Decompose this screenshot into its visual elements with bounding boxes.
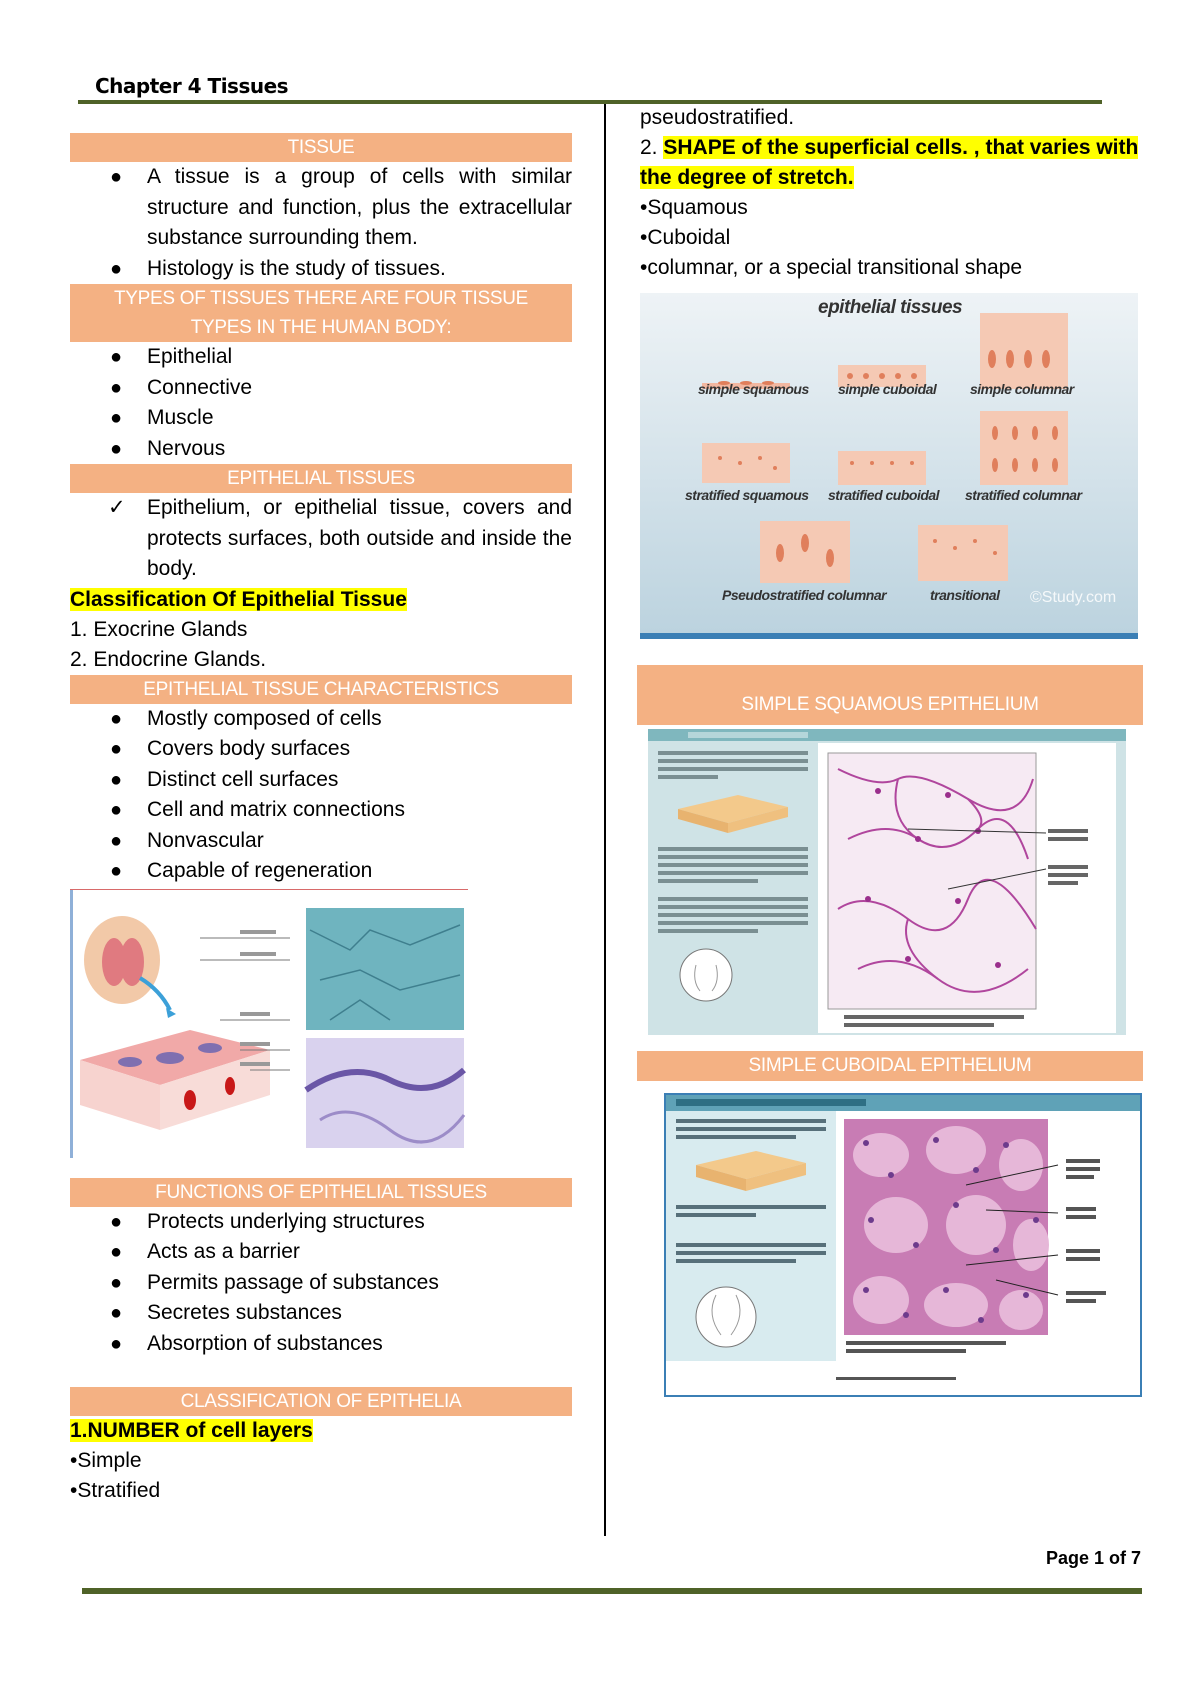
bullet-icon: ● [110, 799, 123, 821]
list-item: ●Secretes substances [70, 1298, 572, 1329]
bullet-icon: ● [110, 1241, 123, 1263]
figure-label: stratified squamous [685, 487, 809, 503]
list-item: ●Cell and matrix connections [70, 795, 572, 826]
shape-item: •Squamous [640, 196, 748, 219]
list-item: ●Protects underlying structures [70, 1207, 572, 1238]
characteristics-list: ●Mostly composed of cells ●Covers body s… [70, 704, 572, 887]
bullet-icon: ● [110, 707, 123, 730]
section-heading-functions: FUNCTIONS OF EPITHELIAL TISSUES [70, 1177, 572, 1207]
bullet-icon: ● [110, 768, 123, 791]
simple-squamous-figure [648, 729, 1126, 1035]
bullet-icon: ● [110, 437, 123, 460]
list-item: ●Acts as a barrier [70, 1237, 572, 1268]
epithelial-list: ✓Epithelium, or epithelial tissue, cover… [70, 493, 572, 585]
document-title: Chapter 4 Tissues [95, 74, 289, 98]
tissue-types-list: ●Epithelial ●Connective ●Muscle ●Nervous [70, 342, 572, 464]
figure-watermark: ©Study.com [1030, 589, 1117, 606]
bullet-icon: ● [110, 1210, 123, 1233]
tissue-list: ●A tissue is a group of cells with simil… [70, 162, 572, 284]
list-item: ●A tissue is a group of cells with simil… [70, 162, 572, 254]
simple-cuboidal-figure [664, 1093, 1142, 1397]
shape-item: •Cuboidal [640, 226, 731, 249]
section-heading-classification: CLASSIFICATION OF EPITHELIA [70, 1387, 572, 1416]
simple-squamous-micrograph [648, 729, 1126, 1033]
page-number: Page 1 of 7 [1046, 1548, 1142, 1568]
figure-label: stratified cuboidal [828, 487, 940, 503]
list-item: ●Nervous [70, 434, 572, 465]
shape-title: 2. SHAPE of the superficial cells. , tha… [640, 136, 1139, 189]
classification-item: 2. Endocrine Glands. [70, 647, 267, 671]
figure-label: stratified columnar [965, 487, 1082, 503]
list-item: ●Permits passage of substances [70, 1268, 572, 1299]
simple-cuboidal-micrograph [666, 1095, 1140, 1380]
list-item: ●Muscle [70, 403, 572, 434]
squamous-lung-figure [70, 888, 468, 1158]
list-item: ●Histology is the study of tissues. [70, 254, 572, 285]
number-of-layers-title: 1.NUMBER of cell layers [70, 1419, 313, 1442]
layer-item: •Stratified [70, 1479, 161, 1502]
bullet-icon: ● [110, 1271, 123, 1294]
right-column: pseudostratified. 2. SHAPE of the superf… [637, 103, 1143, 1397]
bullet-icon: ● [110, 407, 123, 429]
continued-text: pseudostratified. [640, 106, 795, 129]
figure-label: transitional [930, 587, 1000, 603]
list-item: ●Mostly composed of cells [70, 704, 572, 735]
section-heading-simple-cuboidal: SIMPLE CUBOIDAL EPITHELIUM [637, 1051, 1143, 1081]
bullet-icon: ● [110, 1332, 123, 1355]
functions-list: ●Protects underlying structures ●Acts as… [70, 1207, 572, 1360]
figure-label: simple columnar [970, 381, 1074, 397]
bullet-icon: ● [110, 376, 123, 399]
bullet-icon: ● [110, 257, 123, 280]
bullet-icon: ● [110, 829, 123, 852]
classification-title: Classification Of Epithelial Tissue [70, 587, 407, 611]
bullet-icon: ● [110, 166, 123, 188]
figure-label: simple squamous [698, 381, 809, 397]
section-heading-epithelial: EPITHELIAL TISSUES [70, 464, 572, 493]
list-item: ●Capable of regeneration [70, 856, 572, 887]
left-column: TISSUE ●A tissue is a group of cells wit… [70, 133, 572, 1506]
epithelial-tissues-figure: epithelial tissues simple squamous simpl… [640, 293, 1138, 639]
bullet-icon: ● [110, 1302, 123, 1324]
section-heading-simple-squamous: SIMPLE SQUAMOUS EPITHELIUM [637, 665, 1143, 725]
section-heading-types: TYPES OF TISSUES THERE ARE FOUR TISSUE T… [70, 284, 572, 342]
bullet-icon: ● [110, 738, 123, 760]
section-heading-characteristics: EPITHELIAL TISSUE CHARACTERISTICS [70, 674, 572, 704]
bullet-icon: ● [110, 860, 123, 882]
figure-label: simple cuboidal [838, 381, 937, 397]
footer-rule [82, 1588, 1142, 1594]
figure-label: Pseudostratified columnar [722, 587, 887, 603]
header-rule [78, 100, 1102, 104]
shape-item: •columnar, or a special transitional sha… [640, 256, 1023, 279]
list-item: ●Distinct cell surfaces [70, 765, 572, 796]
squamous-lung-illustration [70, 889, 468, 1158]
list-item: ●Absorption of substances [70, 1329, 572, 1360]
list-item: ●Epithelial [70, 342, 572, 373]
list-item: ●Covers body surfaces [70, 734, 572, 765]
figure-title: epithelial tissues [818, 297, 963, 318]
list-item: ●Nonvascular [70, 826, 572, 857]
bullet-icon: ● [110, 346, 123, 368]
list-item: ✓Epithelium, or epithelial tissue, cover… [70, 493, 572, 585]
column-divider [604, 104, 606, 1536]
classification-item: 1. Exocrine Glands [70, 617, 248, 641]
checkmark-icon: ✓ [108, 496, 126, 519]
list-item: ●Connective [70, 373, 572, 404]
section-heading-tissue: TISSUE [70, 133, 572, 162]
layer-item: •Simple [70, 1449, 142, 1472]
epithelial-tissues-diagram [640, 293, 1138, 633]
